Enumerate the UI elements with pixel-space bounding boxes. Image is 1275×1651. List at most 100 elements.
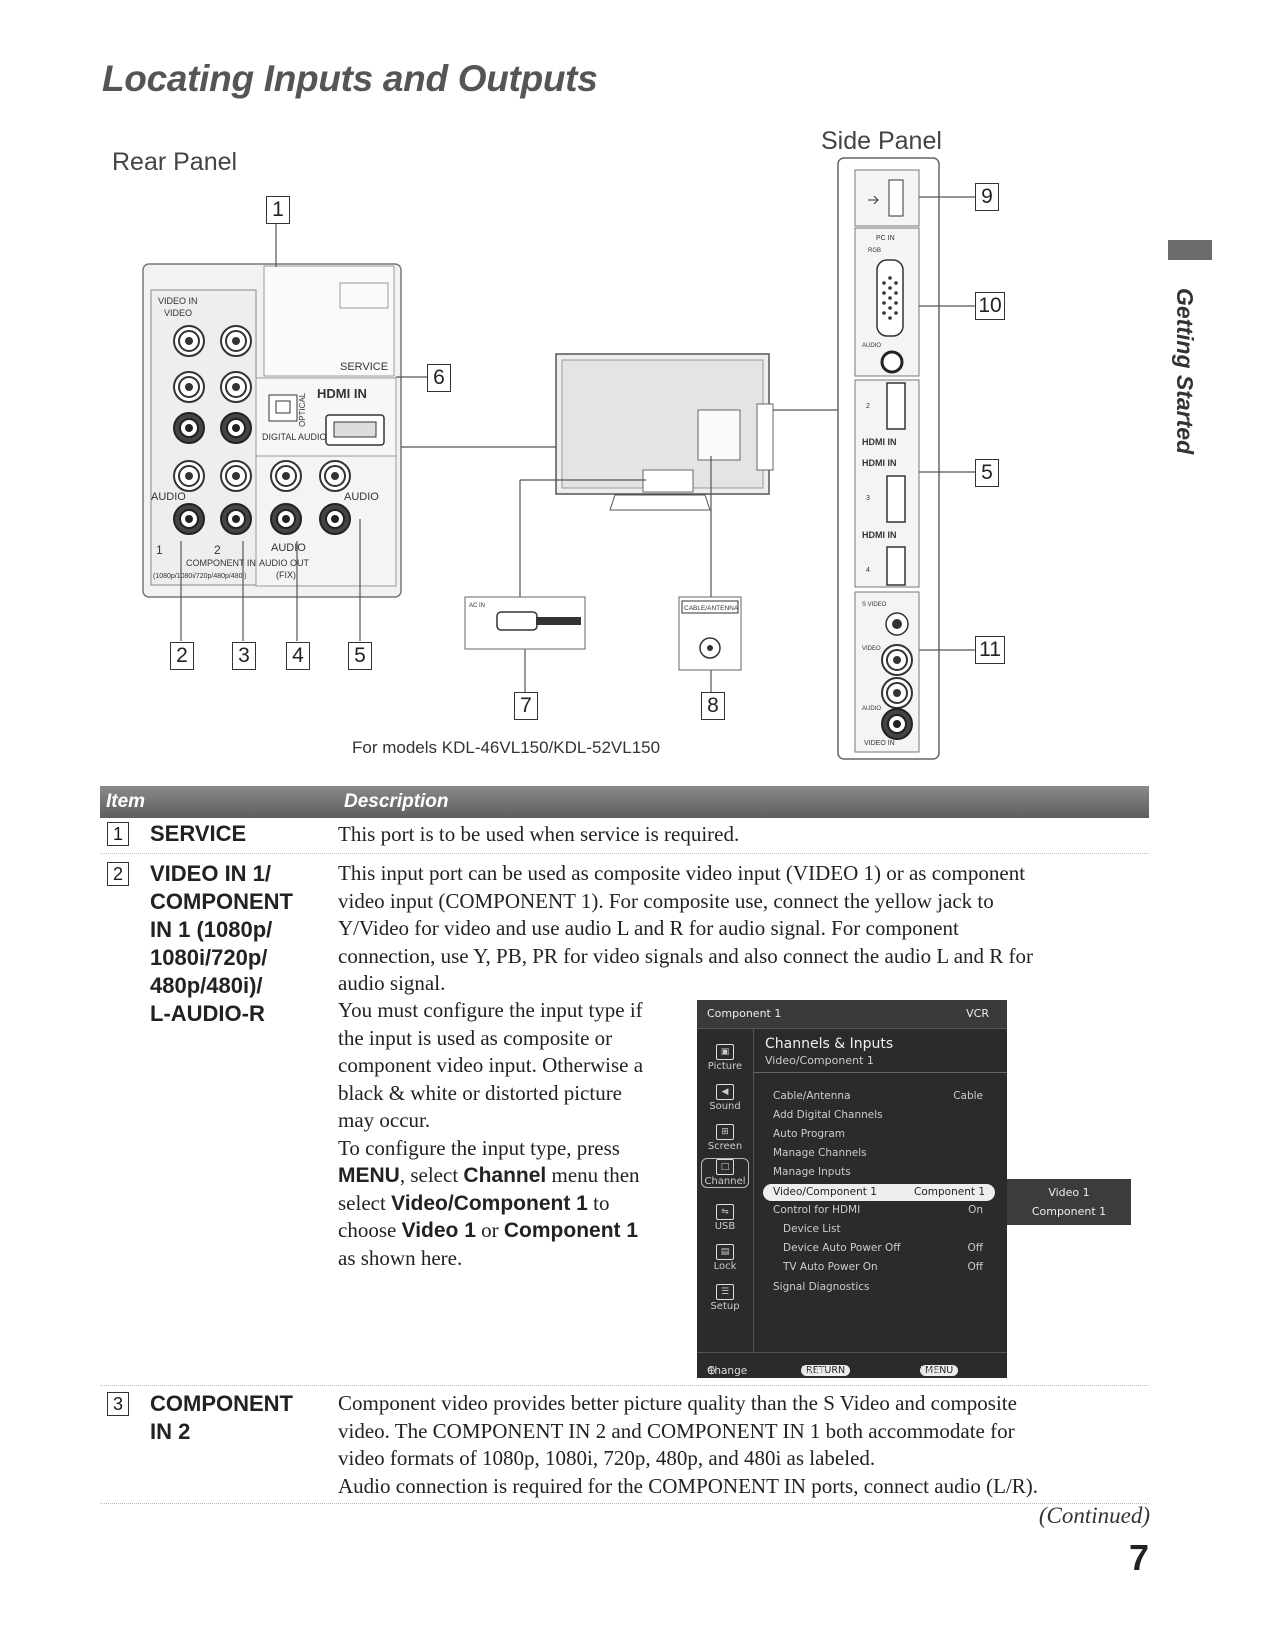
- popup-option-component-1[interactable]: Component 1: [1031, 1205, 1107, 1218]
- table-header: Item Description: [100, 786, 1149, 818]
- return-key: RETURN: [801, 1365, 851, 1376]
- menu-item-add-digital-channels[interactable]: Add Digital Channels: [773, 1109, 997, 1121]
- footer-label: Exit: [920, 1365, 940, 1377]
- side-audio-label: AUDIO: [862, 343, 881, 349]
- row-2-desc-line: audio signal.: [338, 971, 446, 995]
- menu-subtitle: Video/Component 1: [765, 1054, 874, 1067]
- menu-item-label: Cable/Antenna: [773, 1090, 851, 1102]
- menu-input-name: Component 1: [707, 1007, 782, 1020]
- component-1-option: Component 1: [503, 1219, 639, 1242]
- row-2-item-line: COMPONENT: [150, 889, 293, 914]
- rear-audio-out-label: AUDIO OUT: [259, 558, 310, 568]
- row-3-desc-line: video. The COMPONENT IN 2 and COMPONENT …: [338, 1418, 1015, 1443]
- row-2-item-line: 1080i/720p/: [150, 945, 268, 970]
- menu-input-label: VCR: [966, 1007, 989, 1020]
- row-3-desc-line: Component video provides better picture …: [338, 1391, 1017, 1415]
- menu-sidebar-label: Channel: [704, 1176, 746, 1187]
- row-2-number: 2: [107, 862, 129, 886]
- row-3-desc-line: video formats of 1080p, 1080i, 720p, 480…: [338, 1446, 876, 1470]
- menu-sidebar-label: Screen: [707, 1141, 743, 1152]
- row-2-desc-line: connection, use Y, PB, PR for video sign…: [338, 943, 1034, 968]
- config-line: as shown here.: [338, 1245, 463, 1270]
- callout-3: 3: [232, 642, 256, 670]
- row-3-desc-line: Audio connection is required for the COM…: [338, 1473, 1039, 1498]
- callout-4: 4: [286, 642, 310, 670]
- menu-sidebar-picture[interactable]: ▣Picture: [697, 1044, 753, 1072]
- menu-item-cable-antenna[interactable]: Cable/Antenna Cable: [773, 1090, 997, 1102]
- page-number: 7: [1128, 1537, 1149, 1578]
- rear-fix-label: (FIX): [276, 570, 296, 580]
- rear-service-label: SERVICE: [340, 361, 388, 373]
- menu-item-value: Off: [967, 1242, 984, 1254]
- side-audio-label-2: AUDIO: [862, 706, 881, 712]
- rear-component-formats-label: (1080p/1080i/720p/480p/480i): [153, 573, 246, 580]
- rear-one-label: 1: [156, 543, 163, 557]
- side-leader-lines: [919, 196, 975, 651]
- menu-item-manage-channels[interactable]: Manage Channels: [773, 1147, 997, 1159]
- menu-item-label: Signal Diagnostics: [773, 1281, 870, 1293]
- row-2-item-line: IN 1 (1080p/: [150, 917, 273, 942]
- menu-item-device-list[interactable]: Device List: [783, 1223, 997, 1235]
- menu-item-signal-diagnostics[interactable]: Signal Diagnostics: [773, 1281, 997, 1293]
- ac-power-cord: AC IN: [464, 596, 586, 693]
- header-item: Item: [106, 791, 146, 812]
- row-2-description: This input port can be used as composite…: [338, 860, 1158, 998]
- rear-digital-audio-out-label: DIGITAL AUDIO OUT: [262, 432, 349, 442]
- menu-sidebar-label: Sound: [709, 1101, 741, 1112]
- callout-8: 8: [701, 692, 725, 720]
- menu-sidebar-lock[interactable]: ▤Lock: [697, 1244, 753, 1272]
- menu-sidebar-setup[interactable]: ☰Setup: [697, 1284, 753, 1312]
- callout-6: 6: [427, 364, 451, 392]
- menu-sidebar-screen[interactable]: ⊞Screen: [697, 1124, 753, 1152]
- connection-diagram: VIDEO IN VIDEO SERVICE HDMI IN OPTICAL D…: [142, 157, 975, 760]
- rear-audio-right-label: AUDIO: [344, 491, 379, 503]
- menu-item-label: Add Digital Channels: [773, 1109, 883, 1121]
- callout-1: 1: [266, 196, 290, 224]
- rear-hdmi-in-label: HDMI IN: [317, 386, 367, 401]
- cable-antenna-jack: CABLE/ANTENNA: [678, 596, 742, 693]
- menu-title: Channels & Inputs: [765, 1036, 894, 1052]
- row-1-description: This port is to be used when service is …: [338, 822, 740, 846]
- menu-item-manage-inputs[interactable]: Manage Inputs: [773, 1166, 997, 1178]
- row-1-item: SERVICE: [150, 821, 247, 846]
- menu-footer: ⊕ Change RETURN Back MENU Exit: [697, 1352, 1007, 1379]
- rear-panel-diagram: VIDEO IN VIDEO SERVICE HDMI IN OPTICAL D…: [142, 263, 402, 598]
- row-1-number: 1: [107, 822, 129, 846]
- menu-sidebar-channel[interactable]: □Channel: [701, 1158, 749, 1188]
- config-text: or: [475, 1218, 504, 1242]
- config-line: black & white or distorted picture: [338, 1080, 623, 1105]
- config-line: the input is used as composite or: [338, 1025, 613, 1050]
- menu-sidebar-sound[interactable]: ◀Sound: [697, 1084, 753, 1112]
- ac-in-label: AC IN: [469, 603, 485, 609]
- side-panel-diagram: PC IN RGB AUDIO 2 HDMI IN HDMI IN 3 HDMI…: [837, 157, 940, 760]
- config-line: component video input. Otherwise a: [338, 1053, 644, 1077]
- config-line: choose Video 1 or Component 1: [338, 1217, 698, 1245]
- menu-item-value: Cable: [953, 1090, 983, 1102]
- row-2-item-line: 480p/480i)/: [150, 973, 263, 998]
- setup-icon: ☰: [716, 1284, 734, 1300]
- menu-item-value: Off: [967, 1261, 984, 1273]
- rear-video-label: VIDEO: [164, 308, 192, 318]
- continued-note: (Continued): [1038, 1503, 1150, 1528]
- callout-5-rear: 5: [348, 642, 372, 670]
- row-2-desc-line: video input (COMPONENT 1). For composite…: [338, 888, 994, 913]
- side-pc-in-label: PC IN: [876, 235, 895, 242]
- menu-sidebar-usb[interactable]: ⇋USB: [697, 1204, 753, 1232]
- dpad-icon: ⊕: [707, 1365, 716, 1377]
- row-2-item-line: VIDEO IN 1/: [150, 861, 272, 886]
- menu-item-label: Device List: [783, 1223, 841, 1235]
- menu-item-auto-program[interactable]: Auto Program: [773, 1128, 997, 1140]
- config-line: You must configure the input type if: [338, 998, 643, 1022]
- cable-antenna-label: CABLE/ANTENNA: [684, 605, 739, 612]
- callout-7: 7: [514, 692, 538, 720]
- popup-option-video-1[interactable]: Video 1: [1048, 1186, 1090, 1199]
- config-line: select Video/Component 1 to: [338, 1190, 698, 1218]
- rear-audio-label: AUDIO: [271, 542, 306, 554]
- picture-icon: ▣: [716, 1044, 734, 1060]
- channel-icon: □: [716, 1159, 734, 1175]
- side-video-label: VIDEO: [862, 646, 881, 652]
